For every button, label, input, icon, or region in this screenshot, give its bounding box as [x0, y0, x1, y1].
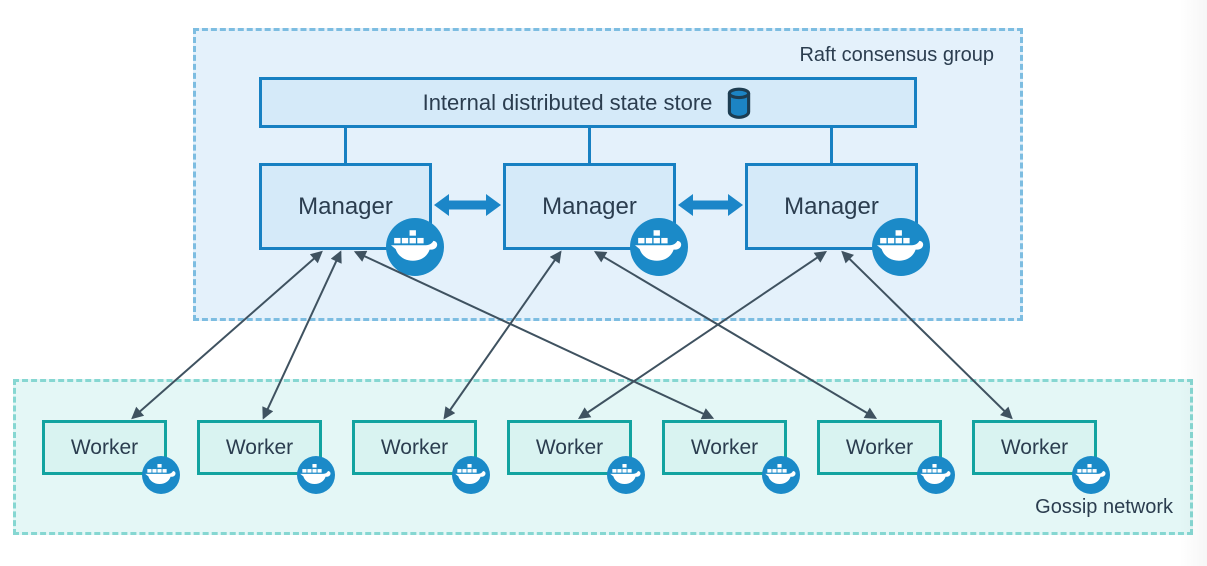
worker-label: Worker: [690, 435, 759, 459]
manager-box-1: Manager: [259, 163, 432, 250]
manager-label: Manager: [784, 192, 879, 220]
worker-label: Worker: [1000, 435, 1069, 459]
worker-box-1: Worker: [42, 420, 167, 475]
raft-consensus-group-label: Raft consensus group: [799, 44, 994, 66]
worker-label: Worker: [225, 435, 294, 459]
manager-box-3: Manager: [745, 163, 918, 250]
worker-box-3: Worker: [352, 420, 477, 475]
page-edge-shade: [1179, 0, 1207, 566]
database-cylinder-icon: [725, 86, 753, 120]
worker-box-6: Worker: [817, 420, 942, 475]
manager-label: Manager: [542, 192, 637, 220]
worker-label: Worker: [535, 435, 604, 459]
state-store-label: Internal distributed state store: [422, 89, 713, 115]
worker-label: Worker: [380, 435, 449, 459]
state-store-box: Internal distributed state store: [259, 77, 917, 128]
manager-label: Manager: [298, 192, 393, 220]
worker-label: Worker: [845, 435, 914, 459]
worker-label: Worker: [70, 435, 139, 459]
worker-box-4: Worker: [507, 420, 632, 475]
manager-box-2: Manager: [503, 163, 676, 250]
worker-box-2: Worker: [197, 420, 322, 475]
gossip-network-label: Gossip network: [1035, 496, 1173, 518]
worker-box-7: Worker: [972, 420, 1097, 475]
worker-box-5: Worker: [662, 420, 787, 475]
